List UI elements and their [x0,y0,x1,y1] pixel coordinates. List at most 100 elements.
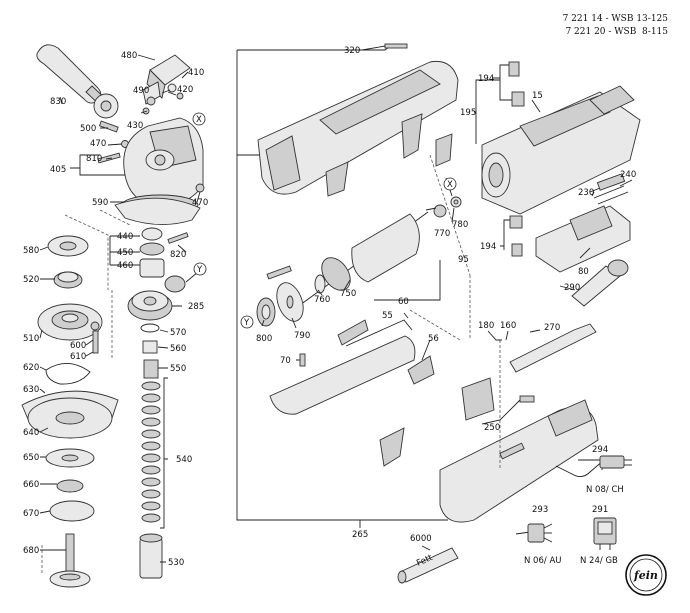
callout-610: 610 [70,352,86,362]
wheel-guard-part [21,390,119,439]
strain-relief-290-part [571,259,629,307]
callout-n24gb: N 24/ GB [580,556,618,566]
callout-95: 95 [458,255,469,265]
callout-480: 480 [121,51,137,61]
bearing-800-part [256,297,276,327]
brush-194b-part [509,215,523,257]
screw-470b-part [195,183,205,193]
circlip-620-part [45,363,91,385]
callout-80: 80 [578,267,589,277]
left-leader-lines [39,54,201,563]
shaft-760-part [266,265,292,280]
callout-450: 450 [117,248,133,258]
callout-y1: Y [196,265,203,275]
callout-420: 420 [177,85,193,95]
pin-part [146,96,156,106]
callout-n06au: N 06/ AU [524,556,561,566]
callout-160: 160 [500,321,516,331]
callout-470a: 470 [90,139,106,149]
callout-590: 590 [92,198,108,208]
callout-800: 800 [256,334,272,344]
gasket-590-part [114,197,201,225]
callout-460: 460 [117,261,133,271]
callout-620: 620 [23,363,39,373]
ref-x2-circle [443,177,457,191]
callout-294: 294 [592,445,608,455]
callout-194b: 194 [480,242,496,252]
ring-450-part [139,242,165,256]
callout-x2: X [447,180,453,190]
cover-part [461,377,495,421]
plug-gb-part [593,517,617,550]
nut-670-part [49,500,95,522]
callout-500: 500 [80,124,96,134]
callout-760: 760 [314,295,330,305]
callout-570: 570 [170,328,186,338]
switch-slider-part [142,54,191,105]
callout-194a: 194 [478,74,494,84]
ref-x1-circle [192,112,206,126]
screw-420-part [176,92,184,100]
fein-logo: fein [625,554,667,596]
cable-270-part [509,323,597,373]
callout-780: 780 [452,220,468,230]
fein-logo-text: fein [633,569,658,582]
callout-250: 250 [484,423,500,433]
flange-650-hole [61,454,79,462]
callout-70: 70 [280,356,291,366]
spring-490-part [167,83,177,93]
plug-au-part [515,523,553,543]
callout-405: 405 [50,165,66,175]
callout-650: 650 [23,453,39,463]
ring-440-part [141,227,163,241]
callout-830: 830 [50,97,66,107]
callout-750: 750 [340,289,356,299]
callout-285: 285 [188,302,204,312]
callout-240: 240 [620,170,636,180]
callout-530: 530 [168,558,184,568]
callout-6000: 6000 [410,534,432,544]
callout-15: 15 [532,91,543,101]
screw-320-part [384,43,408,49]
callout-180: 180 [478,321,494,331]
callout-430: 430 [127,121,143,131]
washer-610-part [90,321,100,331]
spindle-680-part [49,533,91,588]
model-number-line-2: 7 221 20 - WSB 8-115 [565,27,668,37]
fan-790-part [276,282,304,322]
pin-500-part [98,120,119,133]
rear-housing-265-part [439,399,599,523]
callout-195: 195 [460,108,476,118]
screw-820-part [167,232,189,244]
switch-knob-part [519,395,535,403]
grease-tube-part [397,545,459,584]
screw-70-part [299,353,306,367]
callout-660: 660 [23,480,39,490]
callout-580: 580 [23,246,39,256]
callout-470b: 470 [192,198,208,208]
plate-580-part [47,235,89,257]
center-leader-lines [261,45,633,528]
gear-frame-60-part [269,319,416,415]
model-number-line-1: 7 221 14 - WSB 13-125 [562,14,668,24]
callout-labels: 830 480 410 490 420 430 500 470 810 405 … [23,46,636,568]
cover-250-part [379,427,405,467]
callout-560: 560 [170,344,186,354]
callout-520: 520 [23,275,39,285]
flange-510-part [37,303,103,341]
callout-550: 550 [170,364,186,374]
callout-490: 490 [133,86,149,96]
callout-290: 290 [564,283,580,293]
callout-440: 440 [117,232,133,242]
bearing-520-part [53,271,83,289]
switch-module-80-part [535,205,631,273]
callout-320: 320 [344,46,360,56]
callout-680: 680 [23,546,39,556]
clip-240-part [596,173,626,191]
callout-810: 810 [86,154,102,164]
callout-820: 820 [170,250,186,260]
callout-n08ch: N 08/ CH [586,485,624,495]
callout-230: 230 [578,188,594,198]
